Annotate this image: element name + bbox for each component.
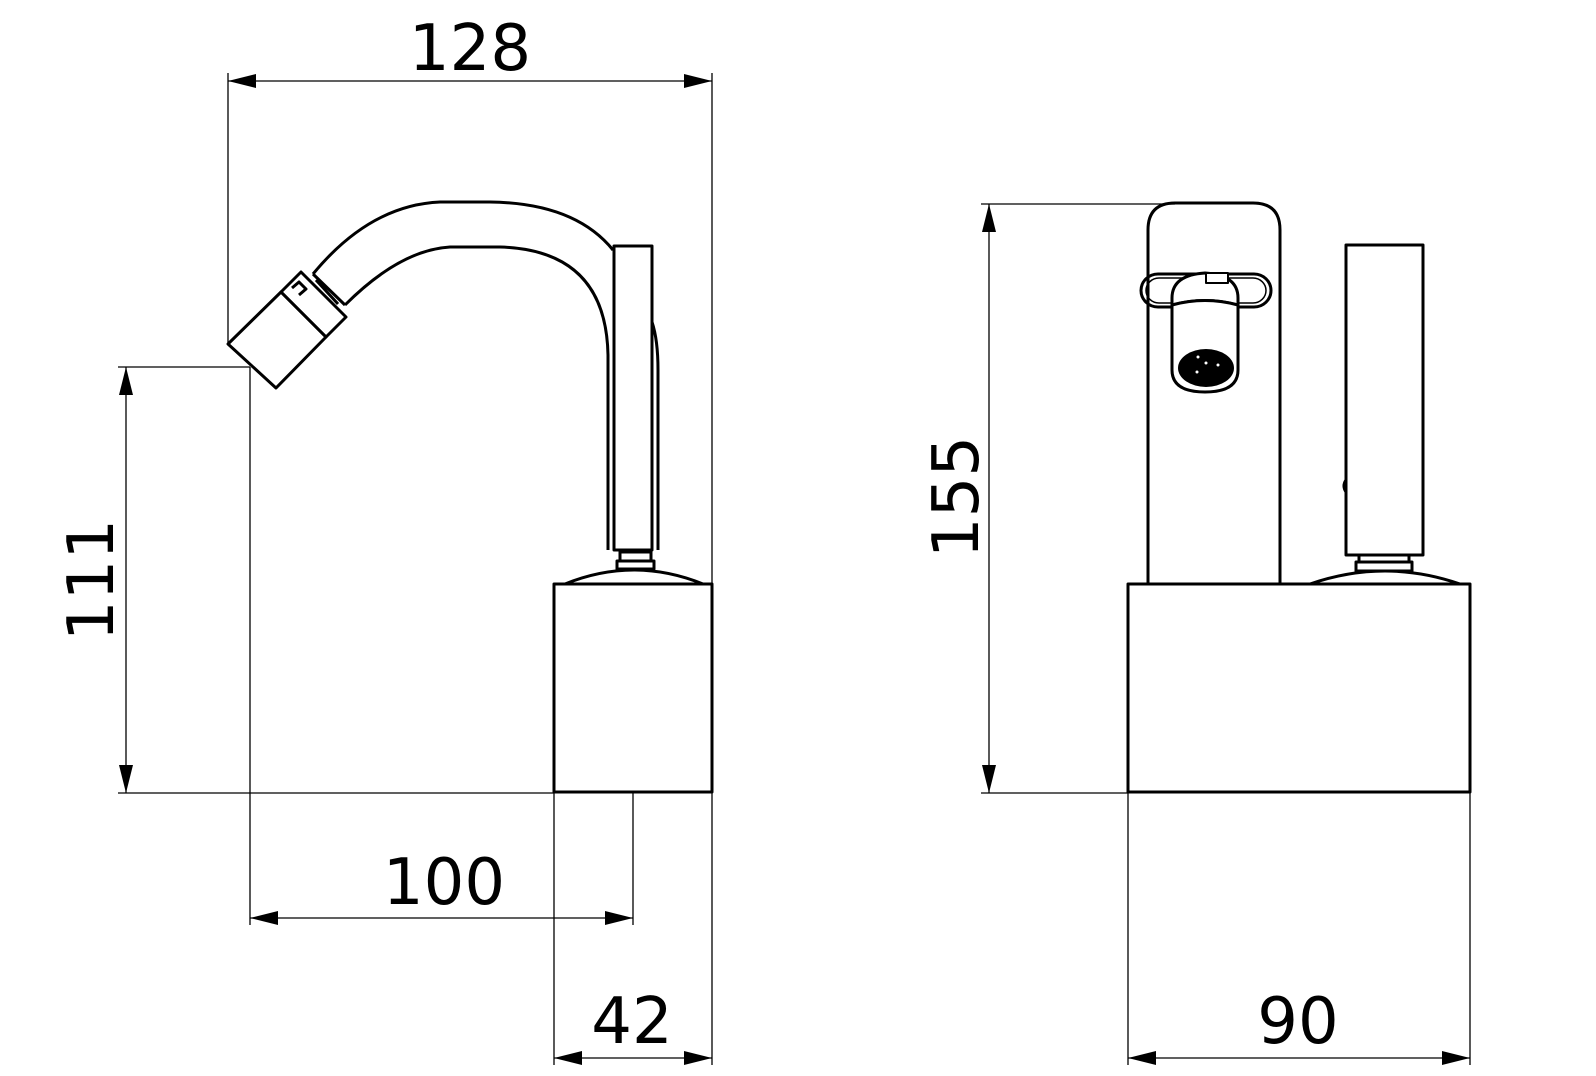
spout-ring: [311, 272, 347, 307]
front-view-dimensions: 155 90: [920, 203, 1471, 1065]
spout-outer: [311, 200, 615, 275]
nozzle-head: [226, 290, 328, 390]
dim-90-label: 90: [1257, 985, 1338, 1059]
side-base-block: [552, 582, 714, 794]
nozzle-key: [1205, 272, 1229, 284]
front-lever-handle: [1344, 243, 1425, 557]
nozzle-tab: [291, 280, 308, 297]
nozzle-collar: [279, 270, 348, 339]
dim-155-label: 155: [920, 436, 994, 558]
dim-128-label: 128: [409, 12, 531, 86]
nozzle-outlet: [1178, 349, 1234, 387]
front-lever-notch: [1342, 479, 1348, 493]
side-view-dimensions: 128 111 100 42: [55, 12, 713, 1065]
side-view: [226, 200, 714, 794]
spout-inner: [343, 245, 610, 550]
side-lever-back: [650, 321, 660, 550]
side-lever-handle: [612, 244, 654, 552]
front-dome: [1309, 569, 1461, 586]
side-collar-upper: [618, 550, 653, 563]
dim-100-label: 100: [383, 846, 505, 920]
front-view: [1126, 201, 1472, 794]
front-base-block: [1126, 582, 1472, 794]
front-spout-body: [1146, 201, 1282, 584]
side-dome: [564, 568, 704, 586]
dim-42-label: 42: [591, 985, 672, 1059]
dim-111-label: 111: [55, 519, 129, 641]
